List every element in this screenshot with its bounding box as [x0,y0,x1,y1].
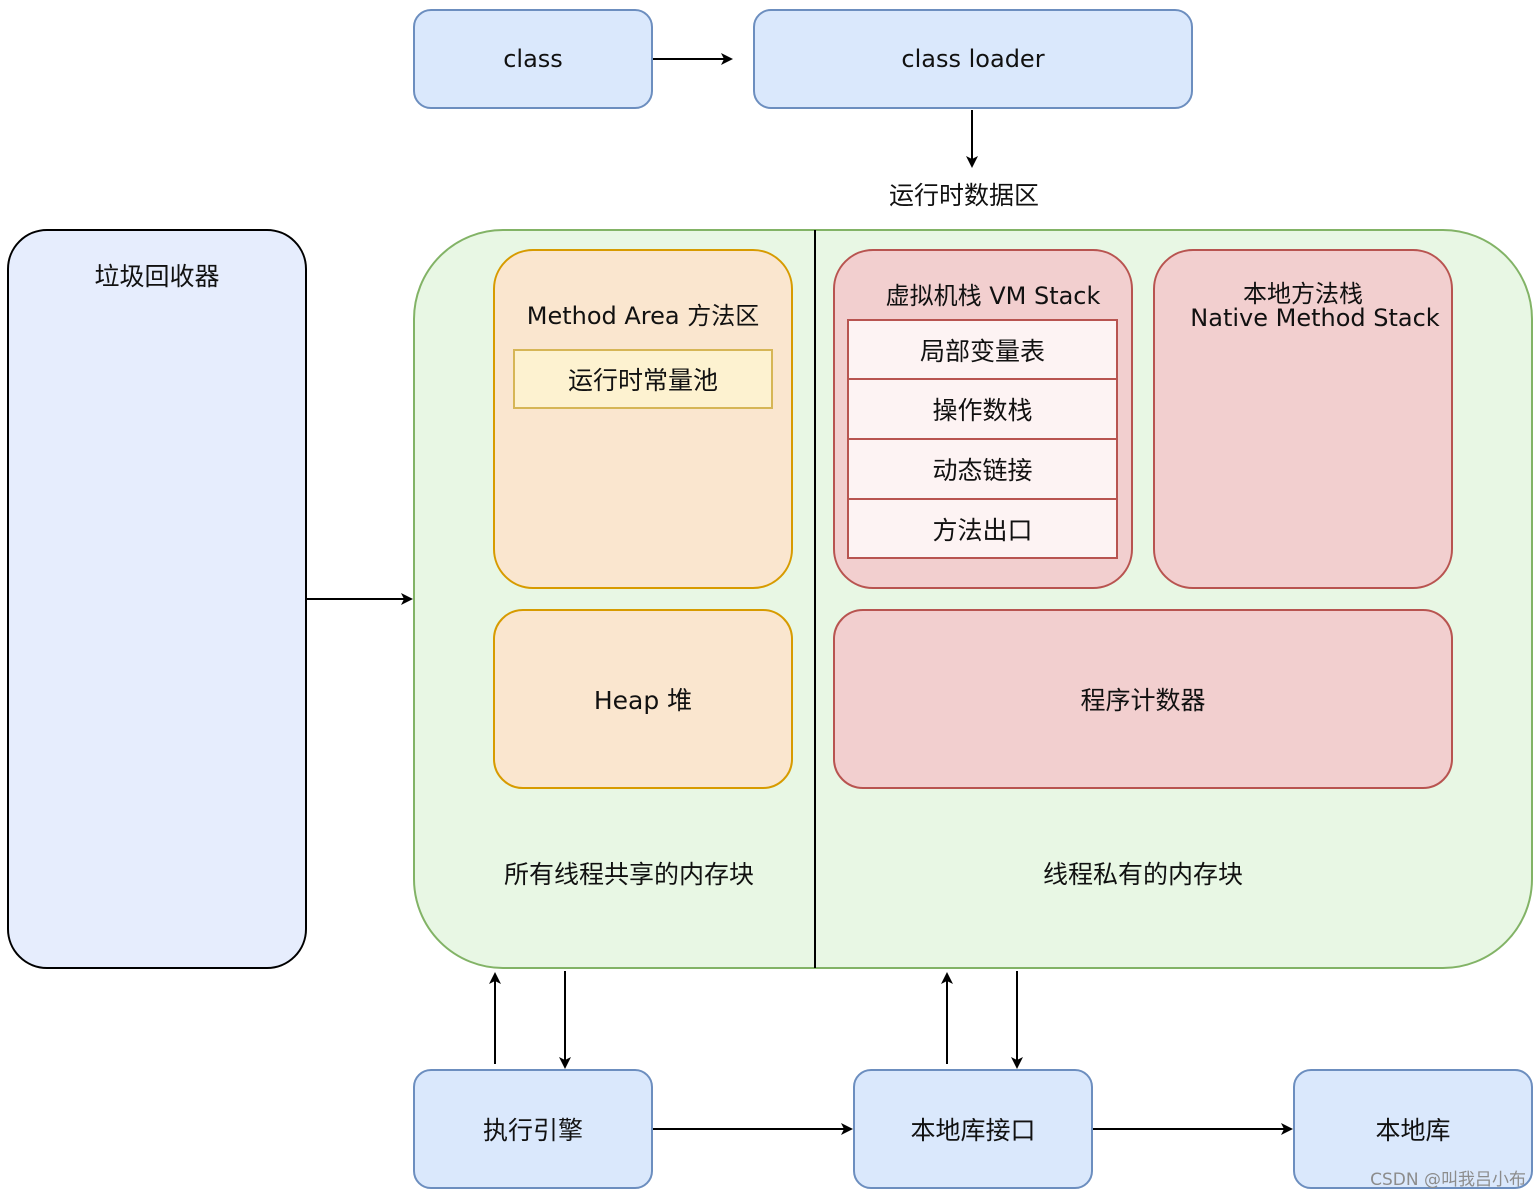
gc-node: 垃圾回收器 [7,229,307,969]
shared-private-divider [814,230,816,968]
local-vars-label: 局部变量表 [919,336,1045,366]
vm-stack-frame-return-address: 方法出口 [847,498,1118,559]
shared-memory-caption: 所有线程共享的内存块 [503,860,754,889]
runtime-data-area-title: 运行时数据区 [888,181,1039,210]
class-node-label: class [503,45,563,73]
dynamic-link-label: 动态链接 [932,456,1033,485]
class-node: class [413,9,653,109]
runtime-constant-pool-label: 运行时常量池 [567,366,718,395]
vm-stack-frame-dynamic-link: 动态链接 [847,438,1118,500]
method-area [493,249,793,589]
heap-label: Heap 堆 [593,686,693,715]
vm-stack-label: 虚拟机栈 VM Stack [885,282,1101,310]
vm-stack-frame-operand-stack: 操作数栈 [847,378,1118,440]
native-library-label: 本地库 [1375,1116,1451,1145]
native-library-node: 本地库 [1293,1069,1533,1189]
vm-stack-frame-local-vars: 局部变量表 [847,319,1118,380]
native-method-stack-label-cn: 本地方法栈 [1243,280,1363,308]
native-method-stack-label-en: Native Method Stack [1190,304,1440,332]
return-address-label: 方法出口 [932,515,1033,545]
execution-engine-label: 执行引擎 [482,1116,583,1145]
execution-engine-node: 执行引擎 [413,1069,653,1189]
native-interface-label: 本地库接口 [910,1116,1036,1145]
method-area-label: Method Area 方法区 [526,302,760,330]
native-method-stack [1153,249,1453,589]
class-loader-node: class loader [753,9,1193,109]
watermark: CSDN @叫我吕小布 [1370,1170,1526,1190]
program-counter: 程序计数器 [833,609,1453,789]
operand-stack-label: 操作数栈 [932,396,1033,425]
private-memory-caption: 线程私有的内存块 [1042,860,1243,889]
heap: Heap 堆 [493,609,793,789]
native-interface-node: 本地库接口 [853,1069,1093,1189]
class-loader-label: class loader [901,45,1045,73]
program-counter-label: 程序计数器 [1080,686,1206,715]
runtime-constant-pool: 运行时常量池 [513,349,773,409]
gc-label: 垃圾回收器 [94,262,220,291]
